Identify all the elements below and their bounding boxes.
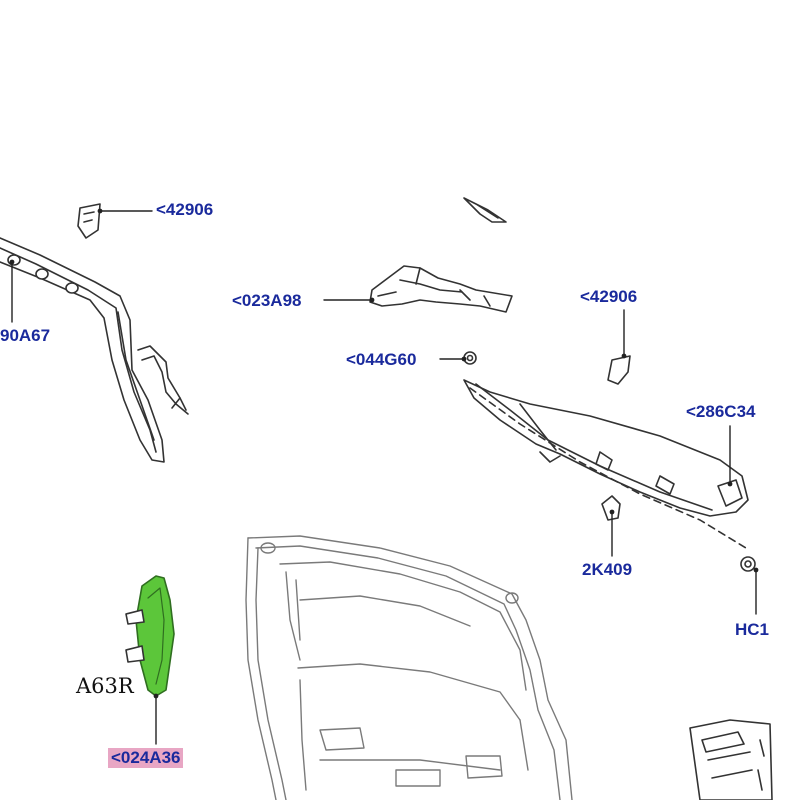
liftgate-outline [245, 535, 573, 800]
callout-2K409: 2K409 [582, 560, 633, 579]
trim-panel-part-286C34 [463, 379, 749, 549]
leader-lines [11, 210, 757, 745]
callout-023A98: <023A98 [232, 291, 302, 310]
bracket-part-023A98 [369, 265, 513, 313]
pillar-trim-part-90A67 [0, 237, 189, 463]
callout-HC1: HC1 [735, 620, 770, 639]
variant-label: A63R [76, 674, 134, 698]
clip-part-42906-right [607, 355, 631, 385]
panel-part-bottom-right [689, 719, 773, 800]
nut-part-HC1 [740, 556, 756, 572]
callout-044G60: <044G60 [346, 350, 417, 369]
callout-42906-left: <42906 [156, 200, 214, 219]
clip-part-42906-left [77, 203, 101, 239]
clip-part-top-center [463, 197, 507, 223]
fastener-part-044G60 [463, 351, 477, 365]
callout-42906-right: <42906 [580, 287, 638, 306]
highlighted-part-024A36 [125, 575, 175, 697]
callout-286C34: <286C34 [686, 402, 756, 421]
callout-024A36: <024A36 [108, 748, 184, 768]
callout-90A67: 90A67 [0, 326, 51, 345]
clip-part-2K409 [601, 495, 621, 521]
